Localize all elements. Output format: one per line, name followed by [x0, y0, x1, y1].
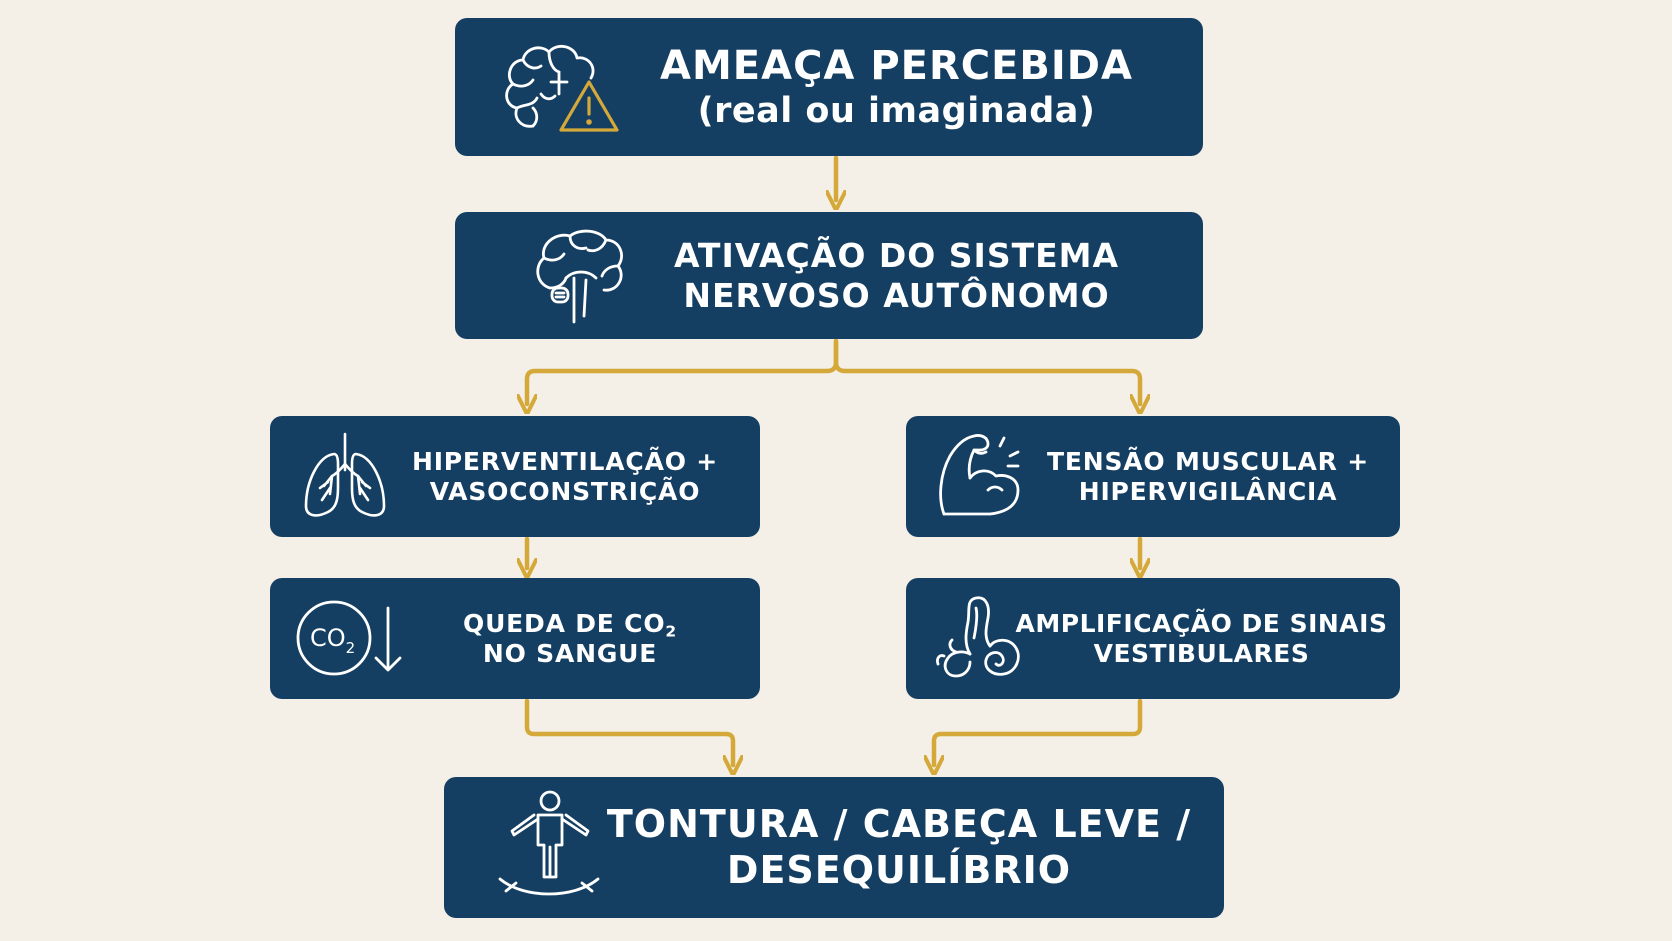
- co2-line1: QUEDA DE CO2: [463, 609, 677, 639]
- co2-line2: NO SANGUE: [482, 638, 658, 668]
- threat-title: AMEAÇA PERCEBIDA: [660, 43, 1133, 89]
- co2-down-icon: CO2: [294, 596, 404, 686]
- tension-label: TENSÃO MUSCULAR + HIPERVIGILÂNCIA: [1036, 416, 1380, 537]
- arrow-ans-to-tension: [833, 338, 1140, 404]
- hyper-line1: HIPERVENTILAÇÃO +: [411, 446, 719, 476]
- ans-label: ATIVAÇÃO DO SISTEMA NERVOSO AUTÔNOMO: [630, 212, 1163, 339]
- node-dizziness: TONTURA / CABEÇA LEVE / DESEQUILÍBRIO: [444, 777, 1224, 918]
- balancing-person-icon: [494, 789, 604, 909]
- node-muscle-tension: TENSÃO MUSCULAR + HIPERVIGILÂNCIA: [906, 416, 1400, 537]
- lungs-icon: [300, 430, 390, 526]
- brain-warning-icon: [493, 38, 628, 142]
- hyper-label: HIPERVENTILAÇÃO + VASOCONSTRIÇÃO: [400, 416, 730, 537]
- vest-line2: VESTIBULARES: [1093, 638, 1310, 668]
- arrow-co2-to-dizzy: [524, 698, 733, 765]
- co2-line1-subscript: 2: [665, 622, 677, 641]
- arrow-vest-to-dizzy: [934, 698, 1143, 765]
- co2-icon-text: CO2: [310, 624, 355, 657]
- ans-line1: ATIVAÇÃO DO SISTEMA: [673, 235, 1120, 275]
- co2-label: QUEDA DE CO2 NO SANGUE: [420, 578, 720, 699]
- vest-label: AMPLIFICAÇÃO DE SINAIS VESTIBULARES: [1016, 578, 1387, 699]
- brain-stem-icon: [530, 226, 626, 330]
- threat-label: AMEAÇA PERCEBIDA (real ou imaginada): [630, 18, 1163, 156]
- node-autonomic-activation: ATIVAÇÃO DO SISTEMA NERVOSO AUTÔNOMO: [455, 212, 1203, 339]
- tension-line1: TENSÃO MUSCULAR +: [1047, 446, 1369, 476]
- arrow-ans-to-hyper: [527, 338, 839, 404]
- node-co2-drop: CO2 QUEDA DE CO2 NO SANGUE: [270, 578, 760, 699]
- co2-line1-prefix: QUEDA DE CO: [463, 608, 666, 638]
- dizzy-line2: DESEQUILÍBRIO: [726, 847, 1072, 892]
- node-vestibular-amplification: AMPLIFICAÇÃO DE SINAIS VESTIBULARES: [906, 578, 1400, 699]
- vest-line1: AMPLIFICAÇÃO DE SINAIS: [1015, 608, 1388, 638]
- hyper-line2: VASOCONSTRIÇÃO: [429, 476, 701, 506]
- flexed-arm-icon: [934, 428, 1030, 528]
- node-hyperventilation: HIPERVENTILAÇÃO + VASOCONSTRIÇÃO: [270, 416, 760, 537]
- threat-subtitle: (real ou imaginada): [697, 91, 1096, 131]
- ans-line2: NERVOSO AUTÔNOMO: [683, 275, 1110, 315]
- node-perceived-threat: AMEAÇA PERCEBIDA (real ou imaginada): [455, 18, 1203, 156]
- tension-line2: HIPERVIGILÂNCIA: [1078, 476, 1338, 506]
- dizzy-line1: TONTURA / CABEÇA LEVE /: [606, 801, 1192, 846]
- inner-ear-icon: [930, 592, 1026, 686]
- dizzy-label: TONTURA / CABEÇA LEVE / DESEQUILÍBRIO: [607, 777, 1190, 918]
